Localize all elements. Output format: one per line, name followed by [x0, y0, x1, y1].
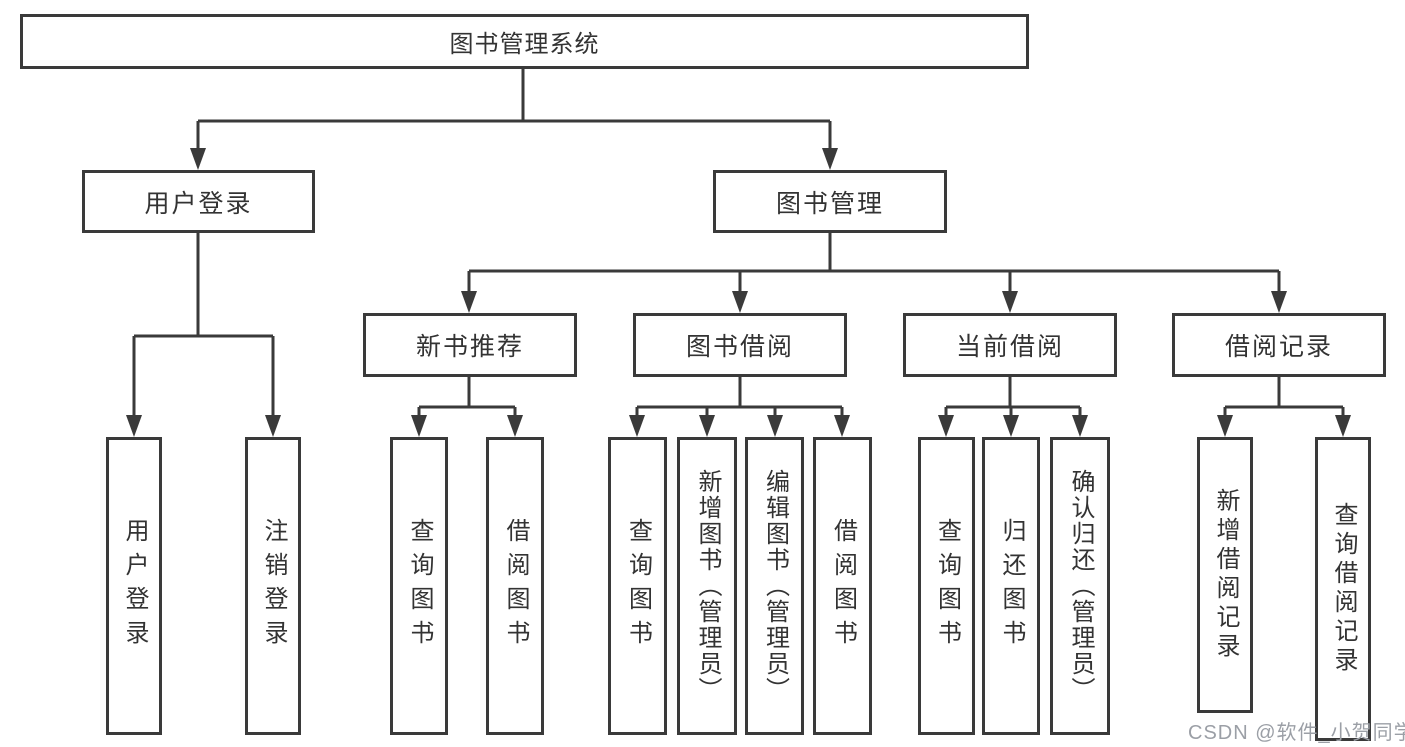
arrowhead-icon: [1217, 415, 1233, 437]
leaf-query-books-3: 查询图书: [918, 437, 975, 735]
arrowhead-icon: [767, 415, 783, 437]
connector-newbooks-to-leaves: [411, 377, 523, 437]
arrowhead-icon: [461, 291, 477, 313]
arrowhead-icon: [699, 415, 715, 437]
node-current-borrowing: 当前借阅: [903, 313, 1117, 377]
leaf-add-borrow-record: 新增借阅记录: [1197, 437, 1253, 713]
arrowhead-icon: [834, 415, 850, 437]
node-book-management: 图书管理: [713, 170, 947, 233]
arrowhead-icon: [190, 148, 206, 170]
node-root-system: 图书管理系统: [20, 14, 1029, 69]
connector-current-to-leaves: [938, 377, 1088, 437]
arrowhead-icon: [126, 415, 142, 437]
arrowhead-icon: [265, 415, 281, 437]
arrowhead-icon: [1003, 415, 1019, 437]
connector-login-to-leaves: [126, 233, 281, 437]
connector-root-to-level2: [190, 68, 838, 170]
connector-borrow-to-leaves: [629, 377, 850, 437]
arrowhead-icon: [1271, 291, 1287, 313]
leaf-user-login: 用户登录: [106, 437, 162, 735]
arrowhead-icon: [411, 415, 427, 437]
node-new-book-recommend: 新书推荐: [363, 313, 577, 377]
leaf-add-books-admin: 新增图书（管理员）: [677, 437, 737, 735]
arrowhead-icon: [822, 148, 838, 170]
leaf-query-books-2: 查询图书: [608, 437, 667, 735]
arrowhead-icon: [629, 415, 645, 437]
connector-mgmt-to-categories: [461, 233, 1287, 313]
connector-records-to-leaves: [1217, 377, 1351, 437]
leaf-return-books: 归还图书: [982, 437, 1040, 735]
node-borrow-records: 借阅记录: [1172, 313, 1386, 377]
arrowhead-icon: [1002, 291, 1018, 313]
leaf-borrow-books-1: 借阅图书: [486, 437, 544, 735]
leaf-query-borrow-record: 查询借阅记录: [1315, 437, 1371, 741]
node-book-borrowing: 图书借阅: [633, 313, 847, 377]
arrowhead-icon: [732, 291, 748, 313]
node-user-login: 用户登录: [82, 170, 315, 233]
leaf-edit-books-admin: 编辑图书（管理员）: [745, 437, 804, 735]
leaf-logout: 注销登录: [245, 437, 301, 735]
arrowhead-icon: [507, 415, 523, 437]
leaf-confirm-return-admin: 确认归还（管理员）: [1050, 437, 1110, 735]
csdn-watermark: CSDN @软件_小贺同学: [1188, 722, 1405, 744]
arrowhead-icon: [1335, 415, 1351, 437]
leaf-query-books-1: 查询图书: [390, 437, 448, 735]
arrowhead-icon: [1072, 415, 1088, 437]
leaf-borrow-books-2: 借阅图书: [813, 437, 872, 735]
arrowhead-icon: [938, 415, 954, 437]
